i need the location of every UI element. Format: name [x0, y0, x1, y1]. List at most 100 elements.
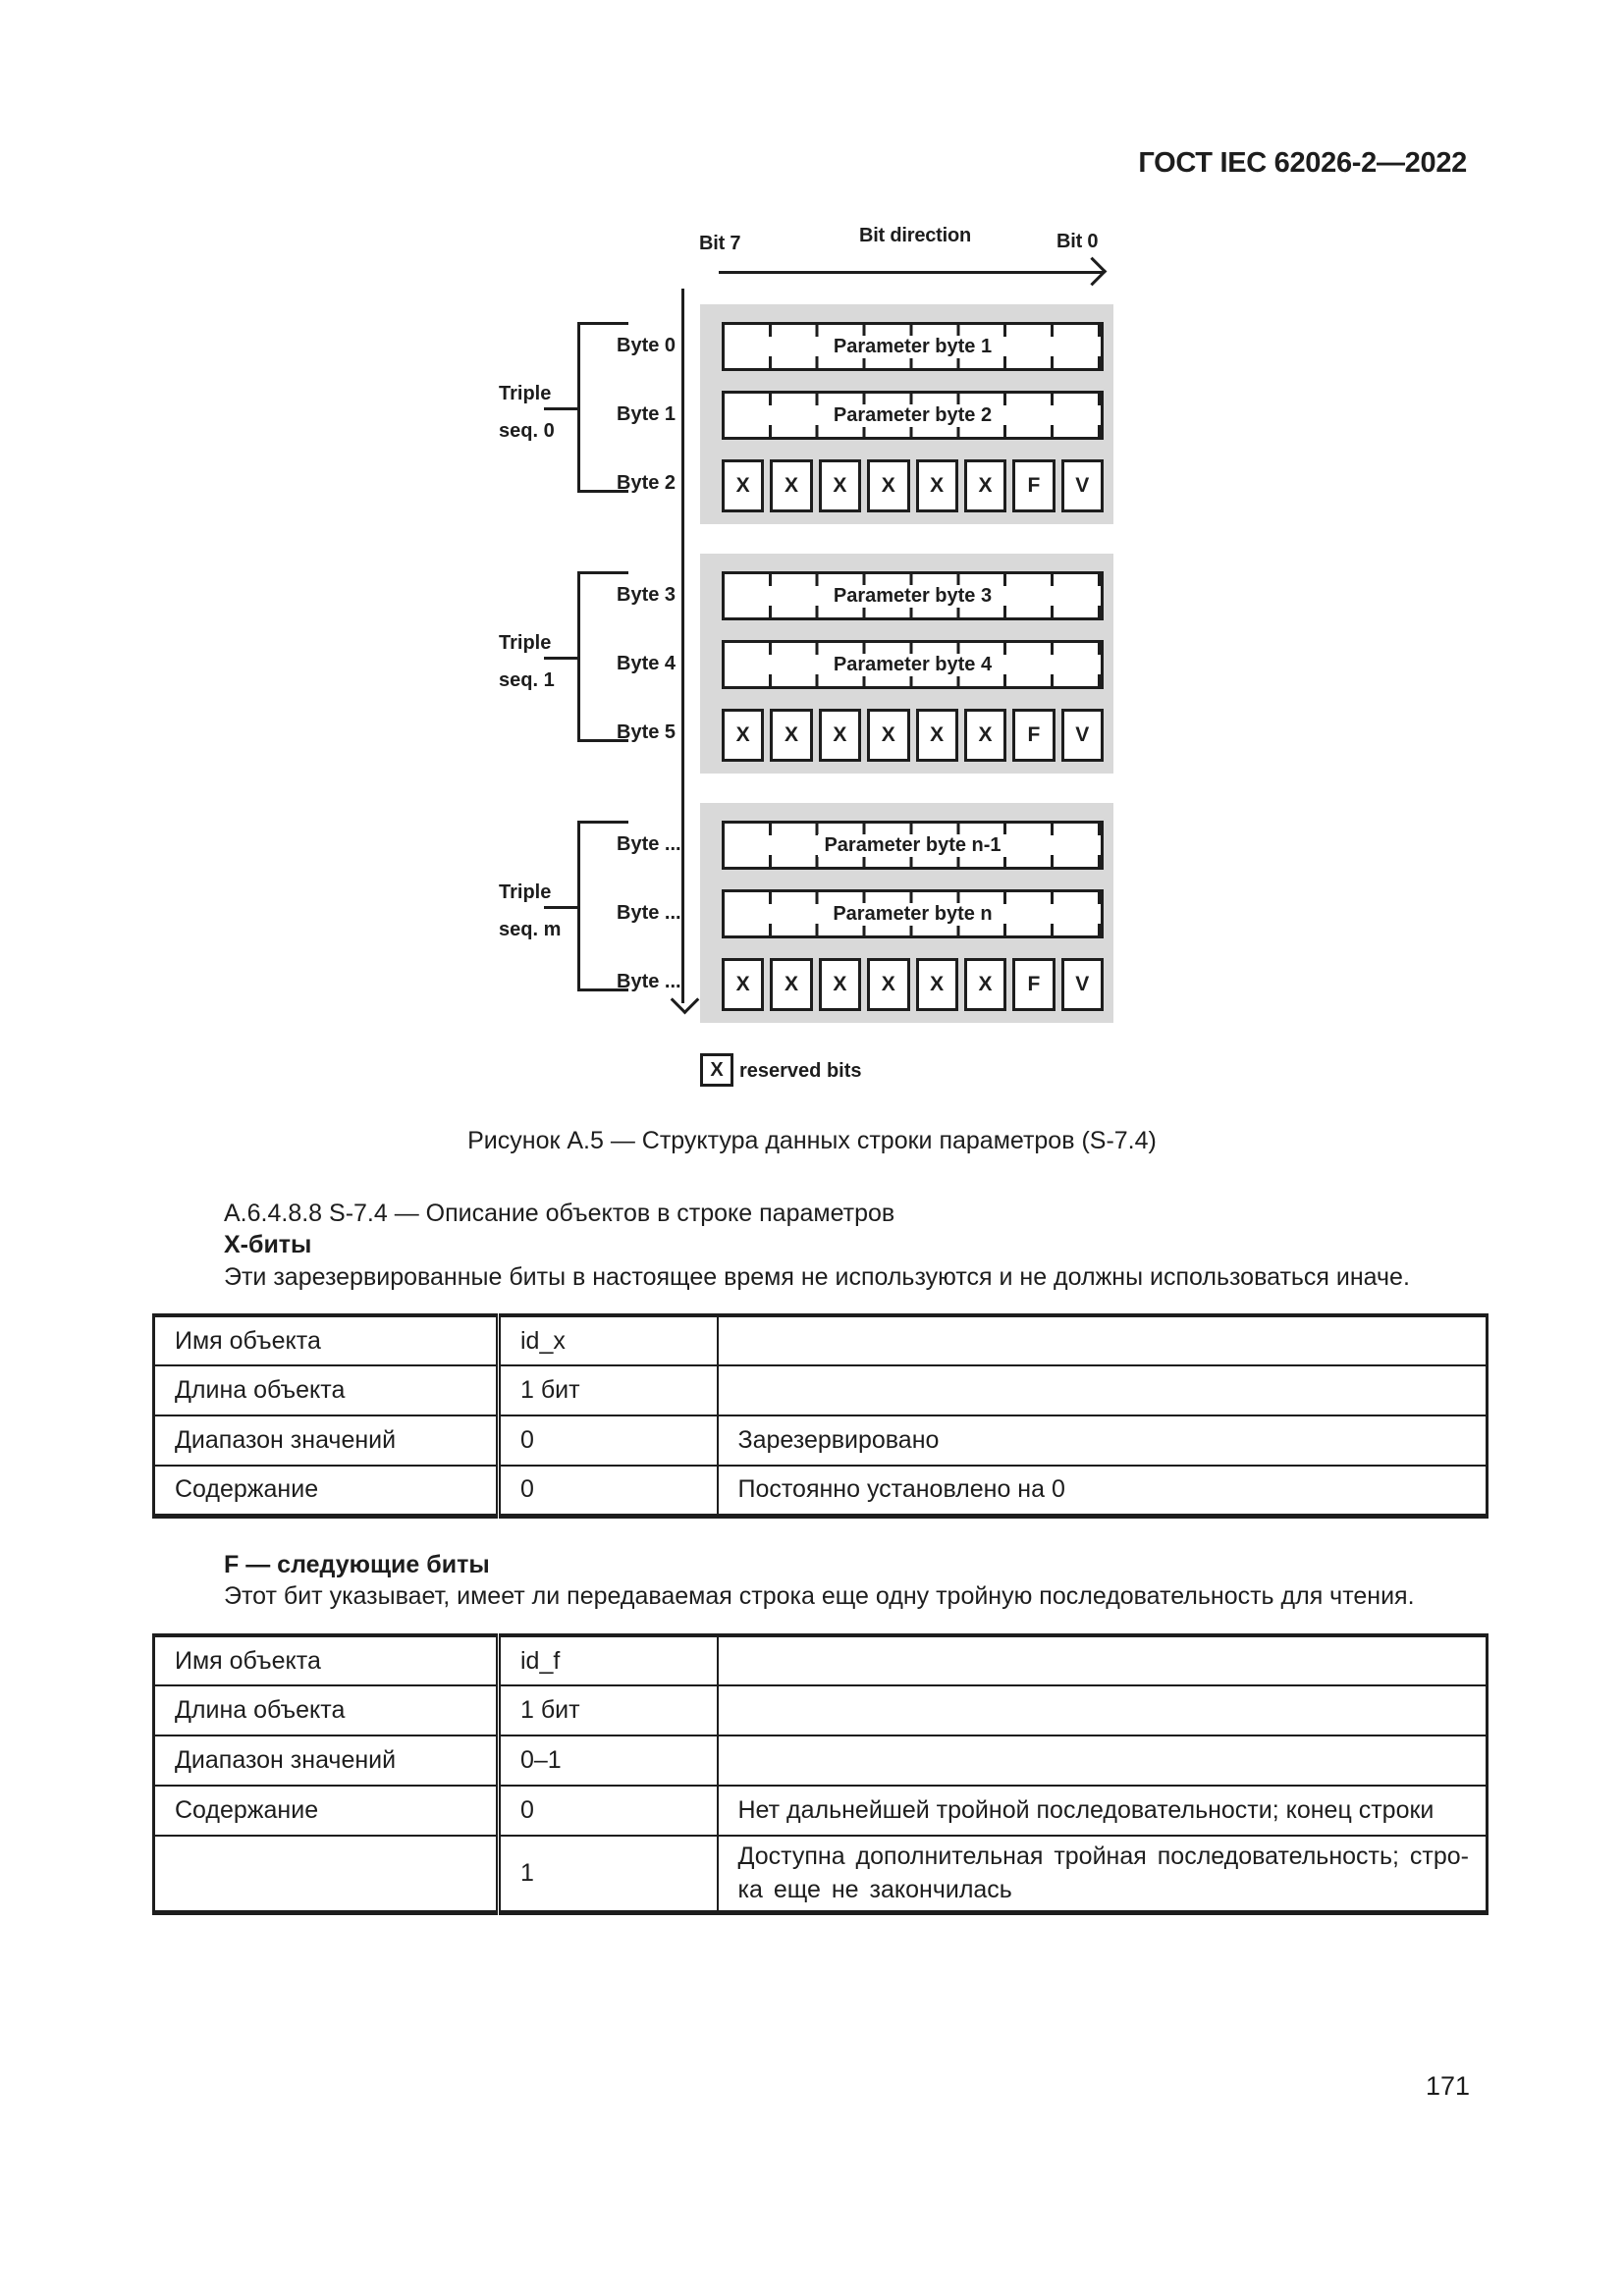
bit-cell: X: [722, 459, 765, 512]
bit-cell: X: [915, 459, 958, 512]
f-bits-title: F — следующие биты: [224, 1551, 490, 1578]
table-cell: [716, 1684, 1489, 1736]
bracket-bottom-stub: [577, 490, 628, 493]
bracket-vertical-line: [577, 821, 580, 991]
bit-cell: X: [867, 958, 910, 1011]
right-arrowhead-icon: [1077, 256, 1108, 287]
f-bits-paragraph: Этот бит указывает, имеет ли передаваема…: [224, 1582, 1415, 1610]
x-bits-table: Имя объекта id_x Длина объекта 1 бит Диа…: [152, 1313, 1489, 1519]
bracket-connector-line: [544, 407, 579, 410]
x-bits-paragraph: Эти зарезервированные биты в настоящее в…: [224, 1263, 1410, 1291]
table-row: Длина объекта 1 бит: [152, 1684, 1489, 1736]
table-cell: Длина объекта: [152, 1364, 500, 1416]
table-cell: Имя объекта: [152, 1314, 500, 1366]
table-row: Имя объекта id_f: [152, 1634, 1489, 1686]
seq-label: seq. 0: [499, 420, 555, 442]
bit-cell: X: [963, 709, 1007, 762]
bit-cell: X: [770, 709, 813, 762]
byte-label: Byte 2: [617, 472, 677, 494]
bit-cell: X: [722, 958, 765, 1011]
table-cell: id_f: [496, 1634, 719, 1686]
bit-cell: F: [1012, 958, 1056, 1011]
byte-label: Byte ...: [617, 902, 681, 924]
bit-cell: X: [722, 709, 765, 762]
parameter-byte-box: Parameter byte n: [722, 889, 1104, 938]
table-cell: Доступна дополнительная тройная последов…: [716, 1835, 1489, 1913]
byte-panel: Parameter byte n-1 Parameter byte n X X …: [700, 803, 1113, 1023]
bit-cell: X: [963, 459, 1007, 512]
bit-cell-row: X X X X X X F V: [722, 459, 1104, 512]
table-row: 1 Доступна дополнительная тройная послед…: [152, 1835, 1489, 1913]
byte-label: Byte 0: [617, 335, 677, 356]
table-row: Диапазон значений 0 Зарезервировано: [152, 1415, 1489, 1467]
byte-order-arrow-line: [681, 289, 684, 1003]
parameter-byte-label: Parameter byte 2: [827, 403, 999, 427]
parameter-byte-label: Parameter byte 3: [827, 584, 999, 608]
table-row: Имя объекта id_x: [152, 1314, 1489, 1366]
table-row: Длина объекта 1 бит: [152, 1364, 1489, 1416]
x-bits-title: Х-биты: [224, 1231, 312, 1258]
document-header: ГОСТ IEC 62026-2—2022: [1138, 147, 1467, 179]
page-number: 171: [1426, 2071, 1471, 2101]
bit-cell: F: [1012, 459, 1056, 512]
table-row: Содержание 0 Нет дальнейшей тройной посл…: [152, 1785, 1489, 1837]
table-cell: 0: [496, 1465, 719, 1517]
byte-label: Byte ...: [617, 971, 681, 992]
table-cell: Содержание: [152, 1785, 500, 1837]
table-cell: Диапазон значений: [152, 1415, 500, 1467]
triple-label: Triple: [499, 632, 552, 654]
table-cell: [716, 1735, 1489, 1787]
bit-cell: V: [1060, 709, 1104, 762]
table-cell: [152, 1835, 500, 1913]
byte-label: Byte 1: [617, 403, 677, 425]
parameter-byte-box: Parameter byte 2: [722, 391, 1104, 440]
table-cell: Имя объекта: [152, 1634, 500, 1686]
bracket-bottom-stub: [577, 988, 628, 991]
bit-cell-row: X X X X X X F V: [722, 958, 1104, 1011]
bit-cell: X: [770, 459, 813, 512]
triple-label: Triple: [499, 383, 552, 404]
bit-cell: X: [818, 958, 862, 1011]
bit-cell: V: [1060, 459, 1104, 512]
bracket-connector-line: [544, 657, 579, 660]
bracket-vertical-line: [577, 322, 580, 493]
parameter-byte-label: Parameter byte n-1: [818, 833, 1007, 857]
bit-cell: X: [770, 958, 813, 1011]
triple-label: Triple: [499, 881, 552, 903]
parameter-byte-box: Parameter byte 3: [722, 571, 1104, 620]
byte-panel: Parameter byte 1 Parameter byte 2 X X X …: [700, 304, 1113, 524]
f-bits-table: Имя объекта id_f Длина объекта 1 бит Диа…: [152, 1633, 1489, 1915]
byte-label: Byte ...: [617, 833, 681, 855]
table-cell: id_x: [496, 1314, 719, 1366]
bracket-vertical-line: [577, 571, 580, 742]
byte-label: Byte 3: [617, 584, 677, 606]
parameter-byte-label: Parameter byte 4: [827, 653, 999, 676]
table-cell: 1 бит: [496, 1364, 719, 1416]
table-cell: Нет дальнейшей тройной последовательност…: [716, 1785, 1489, 1837]
table-cell: Диапазон значений: [152, 1735, 500, 1787]
bit7-label: Bit 7: [699, 233, 741, 254]
seq-label: seq. m: [499, 919, 562, 940]
bit-cell: V: [1060, 958, 1104, 1011]
bracket-connector-line: [544, 906, 579, 909]
table-cell: Постоянно установлено на 0: [716, 1465, 1489, 1517]
bit-cell: F: [1012, 709, 1056, 762]
triple-seq-0-group: Triple seq. 0 Byte 0 Byte 1 Byte 2 Param…: [0, 304, 1624, 524]
bit-cell: X: [867, 709, 910, 762]
table-cell: [716, 1634, 1489, 1686]
table-cell: Содержание: [152, 1465, 500, 1517]
bit-cell: X: [915, 958, 958, 1011]
figure-caption: Рисунок А.5 — Структура данных строки па…: [467, 1127, 1157, 1154]
triple-seq-m-group: Triple seq. m Byte ... Byte ... Byte ...…: [0, 803, 1624, 1023]
bit-direction-arrow-line: [719, 271, 1104, 274]
byte-label: Byte 4: [617, 653, 677, 674]
bracket-top-stub: [577, 571, 628, 574]
bracket-top-stub: [577, 322, 628, 325]
byte-label: Byte 5: [617, 721, 677, 743]
parameter-byte-box: Parameter byte n-1: [722, 821, 1104, 870]
parameter-byte-box: Parameter byte 4: [722, 640, 1104, 689]
parameter-byte-label: Parameter byte n: [827, 902, 999, 926]
bracket-top-stub: [577, 821, 628, 824]
table-cell: [716, 1314, 1489, 1366]
bit-cell: X: [963, 958, 1007, 1011]
